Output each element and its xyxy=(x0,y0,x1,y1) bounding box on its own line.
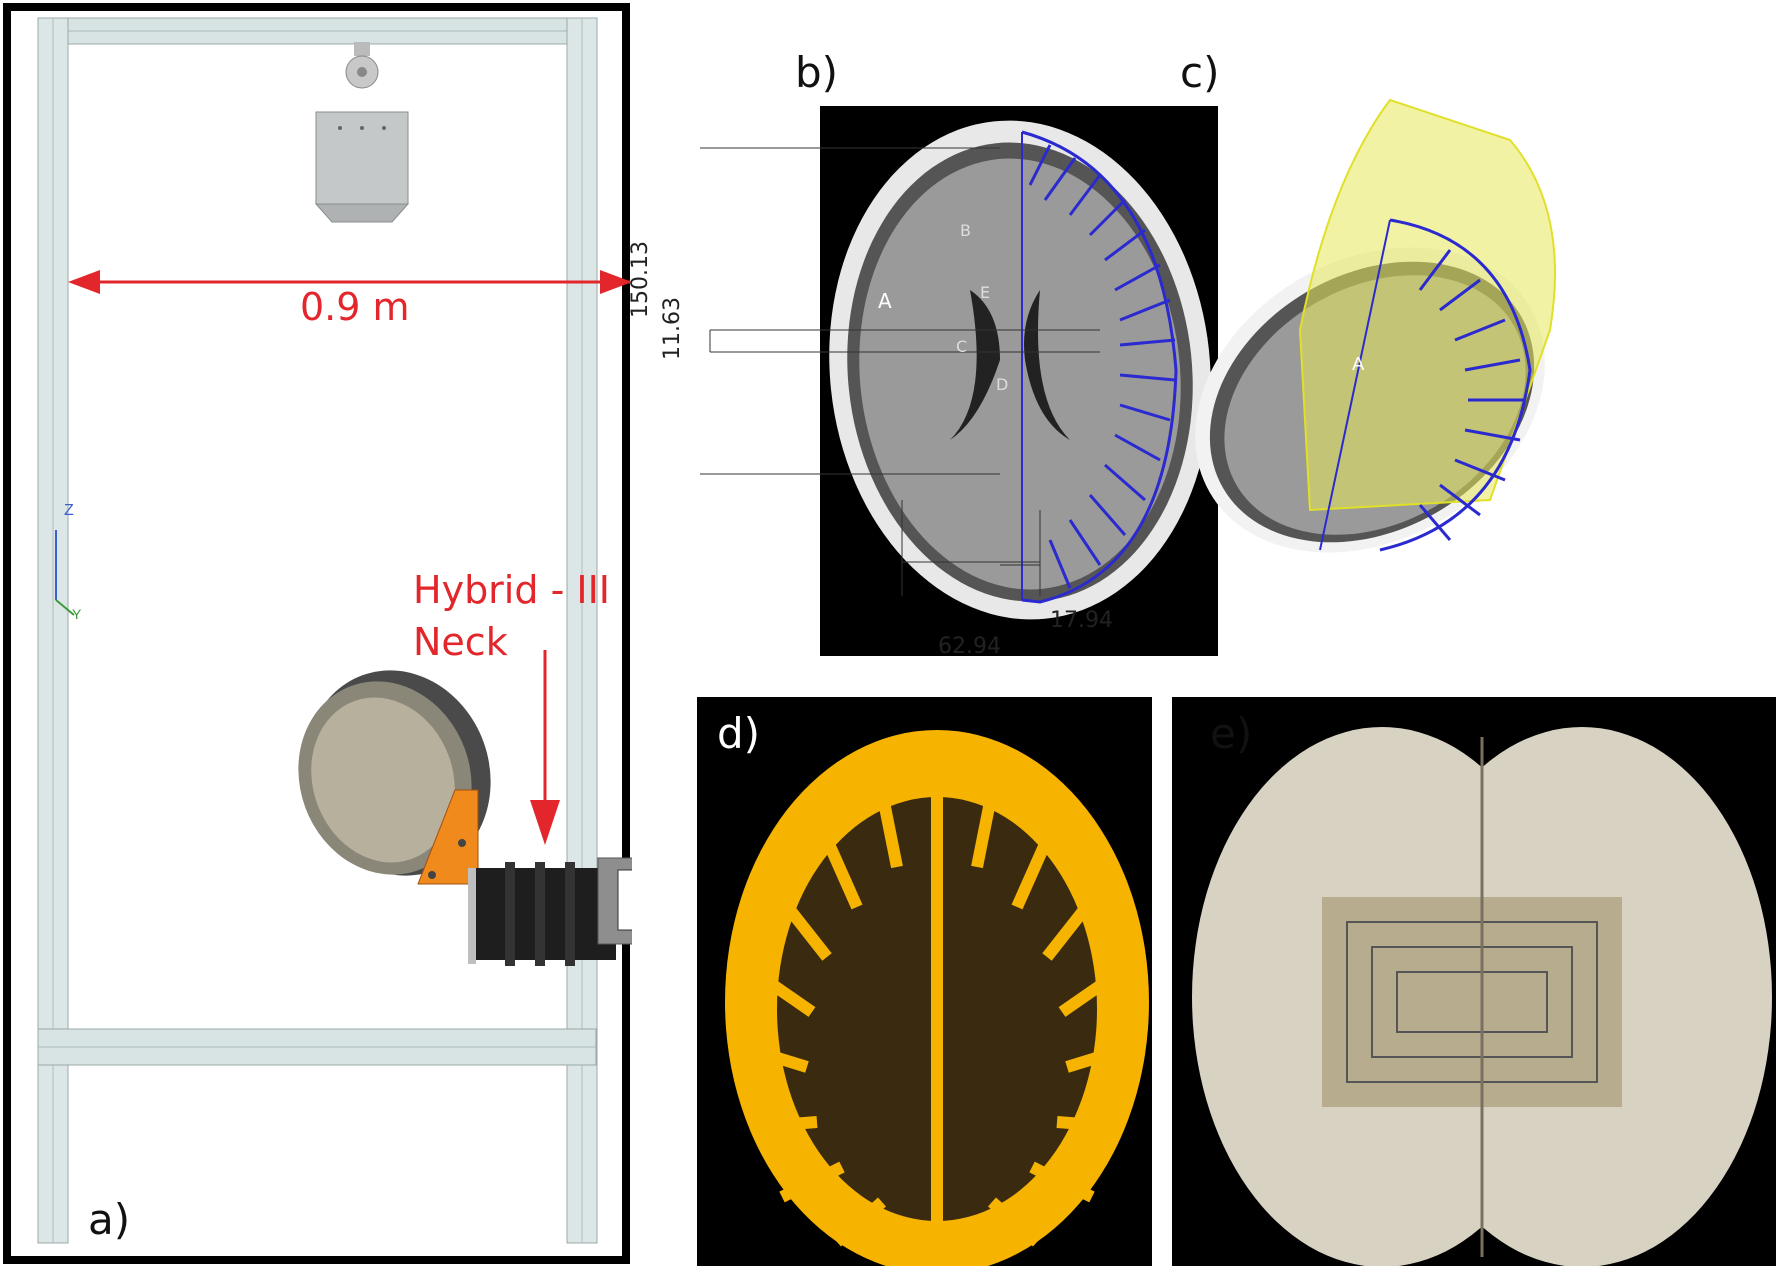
dimension-lines xyxy=(700,147,1100,596)
panel-e: e) xyxy=(1172,697,1776,1267)
neck-label-line1: Hybrid - III xyxy=(413,568,610,612)
marker-e: E xyxy=(980,283,990,302)
overlay-marker-a: A xyxy=(1352,354,1365,375)
head-phantom xyxy=(298,670,491,876)
contour xyxy=(1021,130,1178,604)
marker-c: C xyxy=(956,337,967,356)
overlay-ribs xyxy=(1418,249,1525,541)
cast-sensor-grid xyxy=(1322,897,1622,1107)
dim-width-small: 17.94 xyxy=(1050,608,1113,633)
panel-a-label: a) xyxy=(88,1195,131,1244)
brain-tissue xyxy=(859,158,1181,590)
printed-mold-photo xyxy=(697,697,1152,1274)
axis-y-label: Y xyxy=(72,606,82,622)
marker-d: D xyxy=(996,375,1008,394)
mold-fins xyxy=(740,737,1134,1247)
ribs xyxy=(1028,144,1176,589)
panel-b: b) xyxy=(628,40,1260,680)
panel-a: a) 0.9 m Hybrid - III Neck Z Y xyxy=(0,0,649,1269)
ventricle-left xyxy=(950,290,1000,440)
impactor-cylinder xyxy=(315,111,409,205)
panel-e-label: e) xyxy=(1210,709,1253,758)
panel-c-label: c) xyxy=(1180,48,1220,97)
neck-label-line2: Neck xyxy=(413,620,508,664)
cast-brain-photo xyxy=(1172,697,1776,1267)
panel-c: c) A xyxy=(1150,40,1776,640)
dim-height-total: 150.13 xyxy=(628,241,653,318)
cad-ribbed-shell xyxy=(1298,98,1556,512)
panel-b-label: b) xyxy=(795,48,839,97)
panel-d-label: d) xyxy=(717,709,761,758)
mri-axial-view: A B C D E xyxy=(700,106,1218,656)
marker-b: B xyxy=(960,221,971,240)
ventricle-right xyxy=(1024,290,1070,440)
mri-cad-overlay: A xyxy=(1195,98,1556,553)
axis-z-label: Z xyxy=(64,502,74,519)
dim-offset: 11.63 xyxy=(660,297,685,360)
marker-a: A xyxy=(878,289,892,313)
panel-d: d) xyxy=(697,697,1152,1274)
hybrid-iii-neck xyxy=(468,857,649,966)
overlay-contour xyxy=(1379,218,1532,552)
width-label: 0.9 m xyxy=(300,285,410,329)
test-rig-render xyxy=(3,3,649,1264)
dim-width-half: 62.94 xyxy=(938,634,1001,659)
